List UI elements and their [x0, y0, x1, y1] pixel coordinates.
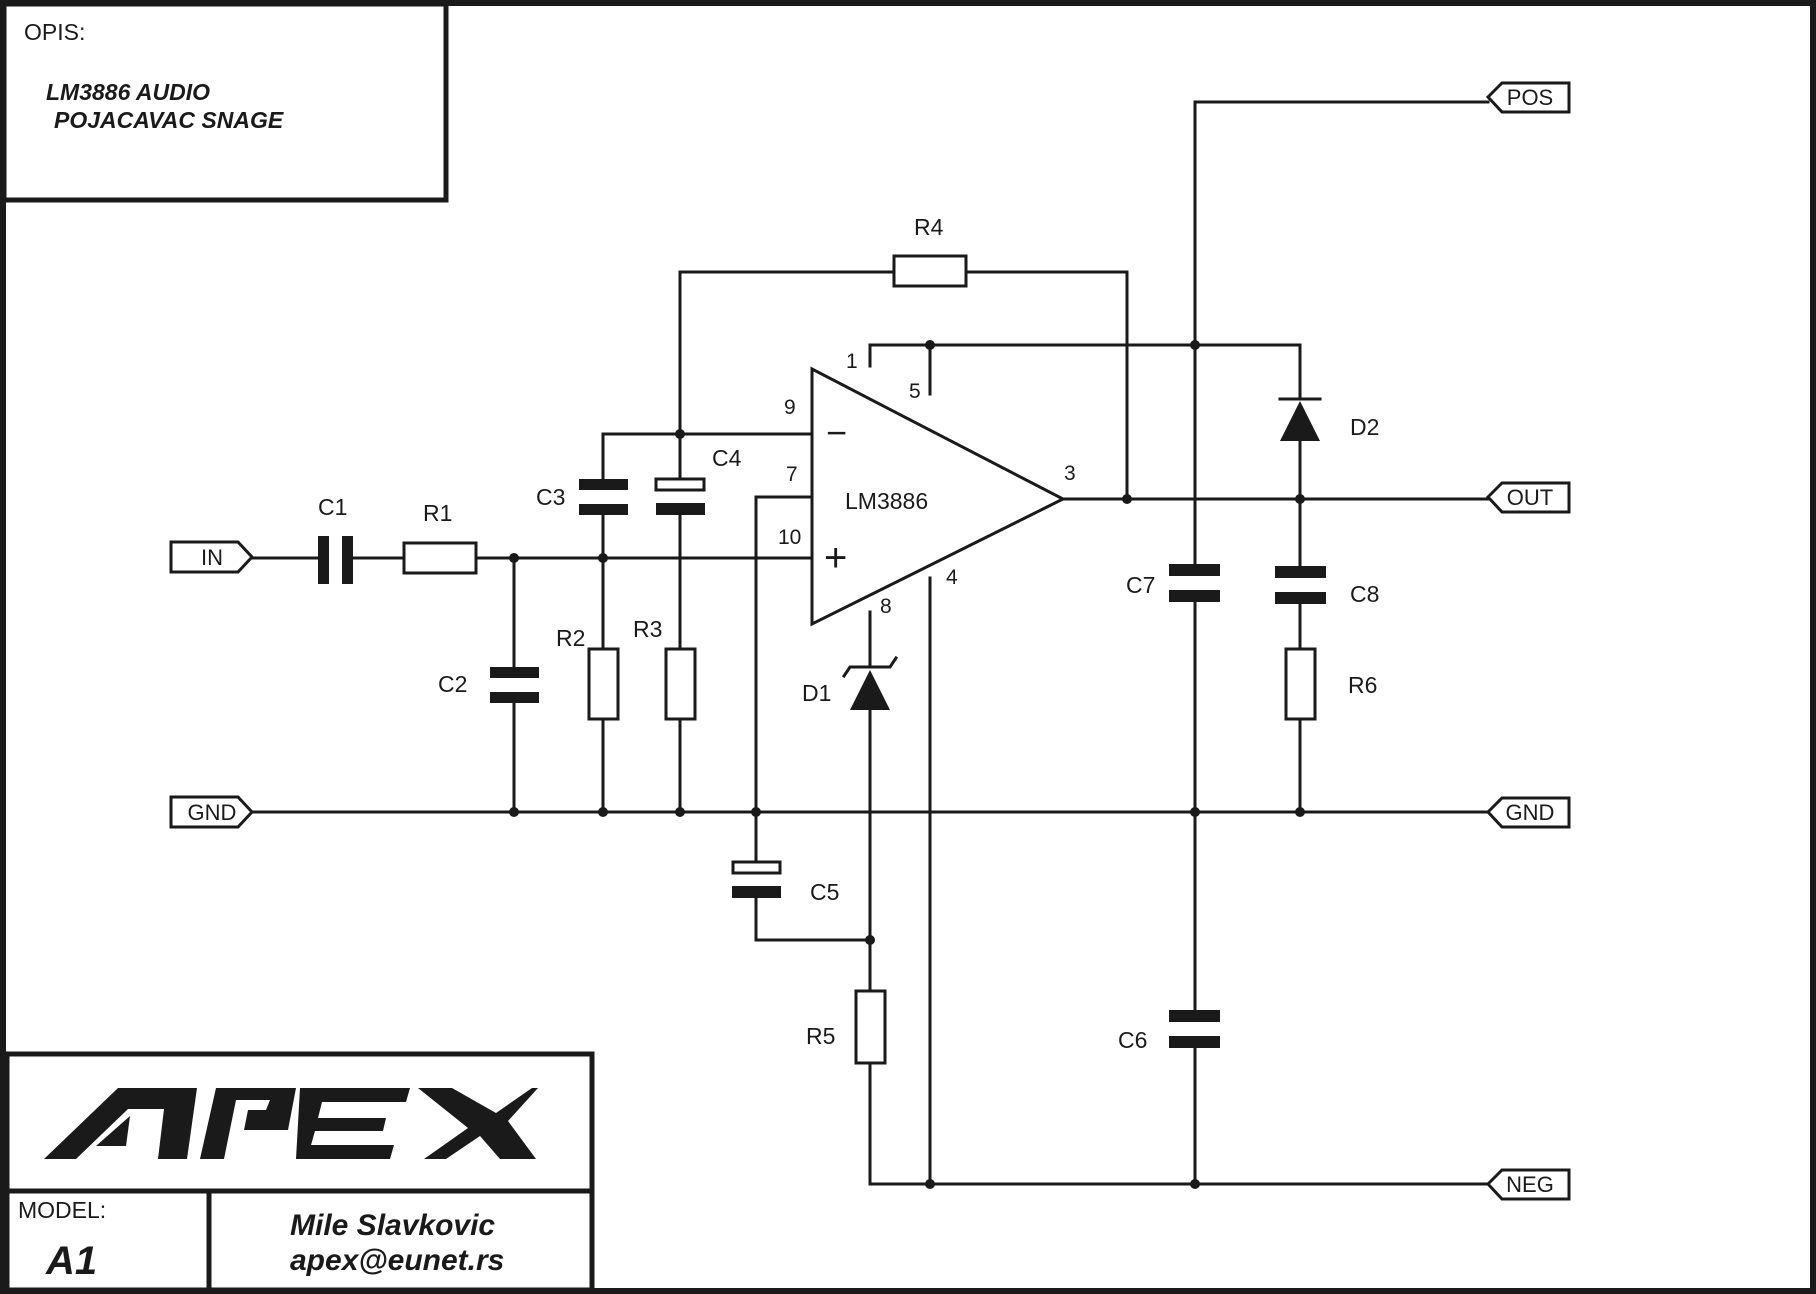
opamp-minus-sign: − [826, 412, 847, 453]
label-c7: C7 [1126, 572, 1155, 598]
port-gnd-left: GND [169, 795, 255, 829]
opamp-name: LM3886 [845, 488, 928, 514]
svg-text:GND: GND [188, 800, 237, 825]
port-neg: NEG [1485, 1168, 1571, 1201]
label-r1: R1 [423, 500, 452, 526]
svg-text:POS: POS [1507, 85, 1553, 110]
label-r2: R2 [556, 625, 585, 651]
svg-text:NEG: NEG [1506, 1172, 1554, 1197]
capacitor-c6: C6 [1118, 1010, 1220, 1053]
resistor-r5: R5 [806, 989, 887, 1065]
label-c2: C2 [438, 671, 467, 697]
label-r3: R3 [633, 616, 662, 642]
resistor-r4: R4 [892, 214, 968, 288]
author-email: apex@eunet.rs [290, 1244, 504, 1277]
label-r5: R5 [806, 1023, 835, 1049]
model-value: A1 [45, 1239, 97, 1283]
label-r4: R4 [914, 214, 944, 240]
capacitor-c4: C4 [654, 445, 742, 515]
description-title-line1: LM3886 AUDIO [46, 79, 210, 105]
diode-d2: D2 [1278, 397, 1379, 441]
description-box: OPIS: LM3886 AUDIO POJACAVAC SNAGE [1, 1, 449, 203]
capacitor-c8: C8 [1275, 566, 1379, 607]
apex-logo [44, 1088, 538, 1159]
resistor-r6: R6 [1284, 647, 1377, 721]
wires [248, 100, 1490, 1186]
pin-3: 3 [1064, 462, 1076, 485]
model-label: MODEL: [18, 1197, 106, 1223]
label-c4: C4 [712, 445, 742, 471]
label-c1: C1 [318, 494, 347, 520]
svg-text:IN: IN [201, 545, 223, 570]
junctions [509, 340, 1305, 1189]
svg-text:OUT: OUT [1507, 485, 1553, 510]
resistor-r2: R2 [556, 625, 620, 721]
port-in: IN [169, 540, 255, 574]
pin-8: 8 [880, 595, 892, 618]
port-pos: POS [1485, 81, 1571, 114]
pin-10: 10 [778, 526, 801, 549]
author-name: Mile Slavkovic [290, 1209, 495, 1242]
capacitor-c5: C5 [731, 860, 839, 905]
capacitor-c7: C7 [1126, 564, 1220, 602]
description-label: OPIS: [24, 19, 85, 45]
pin-9: 9 [784, 396, 796, 419]
capacitor-c1: C1 [318, 494, 353, 584]
label-d1: D1 [802, 680, 831, 706]
diode-d1-zener: D1 [802, 655, 899, 710]
label-c3: C3 [536, 484, 565, 510]
pin-7: 7 [786, 463, 798, 486]
capacitor-c2: C2 [438, 667, 539, 703]
port-gnd-right: GND [1485, 796, 1571, 829]
label-r6: R6 [1348, 672, 1377, 698]
opamp-plus-sign: + [824, 536, 847, 580]
pin-4: 4 [946, 566, 958, 589]
label-d2: D2 [1350, 414, 1379, 440]
svg-text:GND: GND [1506, 800, 1555, 825]
label-c8: C8 [1350, 581, 1379, 607]
port-out: OUT [1485, 481, 1571, 514]
pin-1: 1 [846, 350, 858, 373]
resistor-r3: R3 [633, 616, 697, 721]
description-title-line2: POJACAVAC SNAGE [54, 107, 284, 133]
label-c5: C5 [810, 879, 839, 905]
label-c6: C6 [1118, 1027, 1147, 1053]
title-block: MODEL: A1 Mile Slavkovic apex@eunet.rs [4, 1051, 595, 1293]
capacitor-c3: C3 [536, 479, 628, 515]
opamp-lm3886: − + LM3886 1 5 9 7 10 3 4 8 [778, 350, 1076, 627]
resistor-r1: R1 [402, 500, 478, 575]
pin-5: 5 [909, 380, 921, 403]
